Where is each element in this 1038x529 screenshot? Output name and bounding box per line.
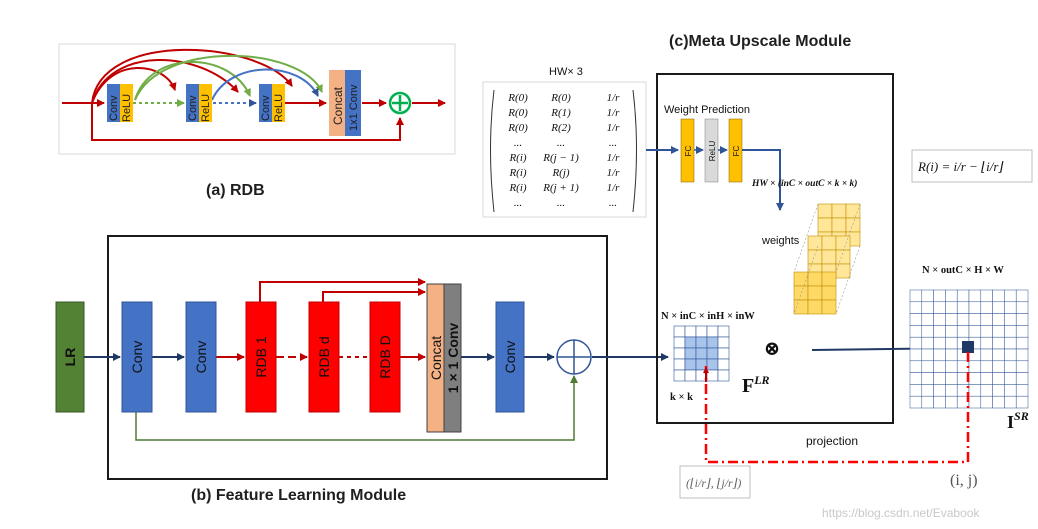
rdb-1x1-conv-label: 1x1 Conv: [348, 84, 360, 131]
matrix-cell: 1/r: [607, 122, 621, 134]
rdb-relu-1: [120, 84, 133, 122]
rdb-skip-green-1: [134, 61, 251, 101]
matrix-cell: R(i): [508, 152, 526, 164]
proj-coord-box: [679, 465, 751, 499]
feature-caption: (b) Feature Learning Module: [191, 487, 406, 504]
relu-label: ReLU: [708, 141, 717, 162]
rdb-relu-3: [272, 84, 285, 122]
target-pixel: [962, 341, 974, 353]
rdb-relu-3-label: ReLU: [273, 94, 285, 122]
kxk-label: k × k: [670, 392, 693, 403]
conv-block-1: [121, 301, 153, 413]
fc-2-label: FC: [732, 145, 741, 156]
projection-label: projection: [806, 434, 858, 448]
rdb-conv-1: [107, 84, 120, 122]
watermark: https://blog.csdn.net/Evabook: [822, 506, 980, 520]
rdb-d-block: [308, 301, 340, 413]
matrix-cell: R(i): [508, 167, 526, 179]
conv-1x1-block: [443, 283, 462, 433]
weight-kernel: [807, 235, 851, 279]
rdb-1x1-conv: [345, 70, 361, 136]
formula-text: R(i) = i/r − ⌊i/r⌋: [917, 159, 1004, 174]
rdb-relu-2: [199, 84, 212, 122]
projection-line: [704, 352, 970, 464]
meta-title: (c)Meta Upscale Module: [669, 33, 851, 50]
output-grid: [909, 289, 1029, 409]
conv-block-3: [495, 301, 525, 413]
rdb-conv-2-label: Conv: [187, 95, 199, 121]
matrix-cell: ...: [514, 137, 522, 149]
formula-box: [911, 149, 1033, 183]
weight-prediction-label: Weight Prediction: [664, 104, 750, 116]
rdb-caption: (a) RDB: [206, 182, 265, 199]
matrix-cell: 1/r: [607, 107, 621, 119]
matrix-cell: 1/r: [607, 182, 621, 194]
rdb-relu-2-label: ReLU: [200, 94, 212, 122]
feature-learning-panel: LR Conv Conv RDB 1 RDB d RDB D Concat 1 …: [55, 235, 669, 480]
matrix-cell: 1/r: [607, 152, 621, 164]
weight-shape-label: HW × (inC × outC × k × k): [751, 178, 857, 189]
flr-label: FLR: [742, 373, 770, 397]
matrix-cell: R(0): [507, 107, 528, 119]
weight-kernels: [793, 203, 861, 315]
weight-kernel: [817, 203, 861, 247]
rdb-1-block: [245, 301, 277, 413]
rdb-relu-1-label: ReLU: [121, 94, 133, 122]
rdb-concat: [329, 70, 345, 136]
rdb-d-label: RDB d: [316, 336, 332, 377]
matrix-cell: ...: [557, 137, 565, 149]
matrix-cell: ...: [514, 197, 522, 209]
weight-kernel: [793, 271, 837, 315]
fc-1-label: FC: [684, 145, 693, 156]
rdb-1-label: RDB 1: [253, 336, 269, 377]
rdb-panel: Conv ReLU Conv ReLU Conv ReLU Concat 1x1…: [58, 43, 456, 155]
matrix-cell: ...: [609, 197, 617, 209]
concat-label: Concat: [428, 336, 444, 380]
proj-coord-label: (⌊i/r⌋, ⌊j/r⌋): [686, 476, 741, 490]
otimes-icon: ⊗: [764, 338, 781, 360]
coordinate-matrix: HW× 3 R(0)R(0)1/rR(0)R(1)1/rR(0)R(2)1/r.…: [482, 66, 647, 218]
matrix-cell: 1/r: [607, 167, 621, 179]
matrix-cell: ...: [609, 137, 617, 149]
rdb-conv-3: [259, 84, 272, 122]
conv-3-label: Conv: [502, 341, 518, 374]
hw-label: HW× 3: [549, 66, 583, 78]
conv-1x1-label: 1 × 1 Conv: [445, 323, 461, 394]
conv-2-label: Conv: [193, 341, 209, 374]
feature-shape-label: N × inC × inH × inW: [661, 311, 755, 322]
rdb-conv-2: [186, 84, 199, 122]
conv-block-2: [185, 301, 217, 413]
matrix-cell: R(0): [550, 92, 571, 104]
rdb-D-block: [369, 301, 401, 413]
feature-map-grid: [673, 325, 730, 382]
rdb-concat-label: Concat: [331, 86, 345, 125]
meta-upscale-box: [656, 73, 894, 424]
matrix-cell: R(2): [550, 122, 571, 134]
matrix-cell: R(j + 1): [542, 182, 579, 194]
rdb-D-label: RDB D: [377, 335, 393, 379]
rdb-skip-green-2: [134, 54, 323, 101]
matrix-cell: ...: [557, 197, 565, 209]
rdb-conv-3-label: Conv: [260, 95, 272, 121]
rdb-skip-blue: [211, 68, 319, 101]
matrix-cell: R(j): [551, 167, 569, 179]
lr-label: LR: [62, 348, 78, 367]
conv-1-label: Conv: [129, 341, 145, 374]
isr-label: ISR: [1007, 409, 1029, 432]
rdb-conv-1-label: Conv: [108, 95, 120, 121]
matrix-cell: R(j − 1): [542, 152, 579, 164]
output-shape-label: N × outC × H × W: [922, 265, 1004, 276]
matrix-cell: R(1): [550, 107, 571, 119]
ij-label: (i, j): [950, 472, 978, 489]
weights-label: weights: [761, 235, 800, 247]
matrix-cell: 1/r: [607, 92, 621, 104]
matrix-cell: R(0): [507, 122, 528, 134]
rdb-skip-red-3: [91, 59, 239, 104]
matrix-cell: R(0): [507, 92, 528, 104]
matrix-cell: R(i): [508, 182, 526, 194]
